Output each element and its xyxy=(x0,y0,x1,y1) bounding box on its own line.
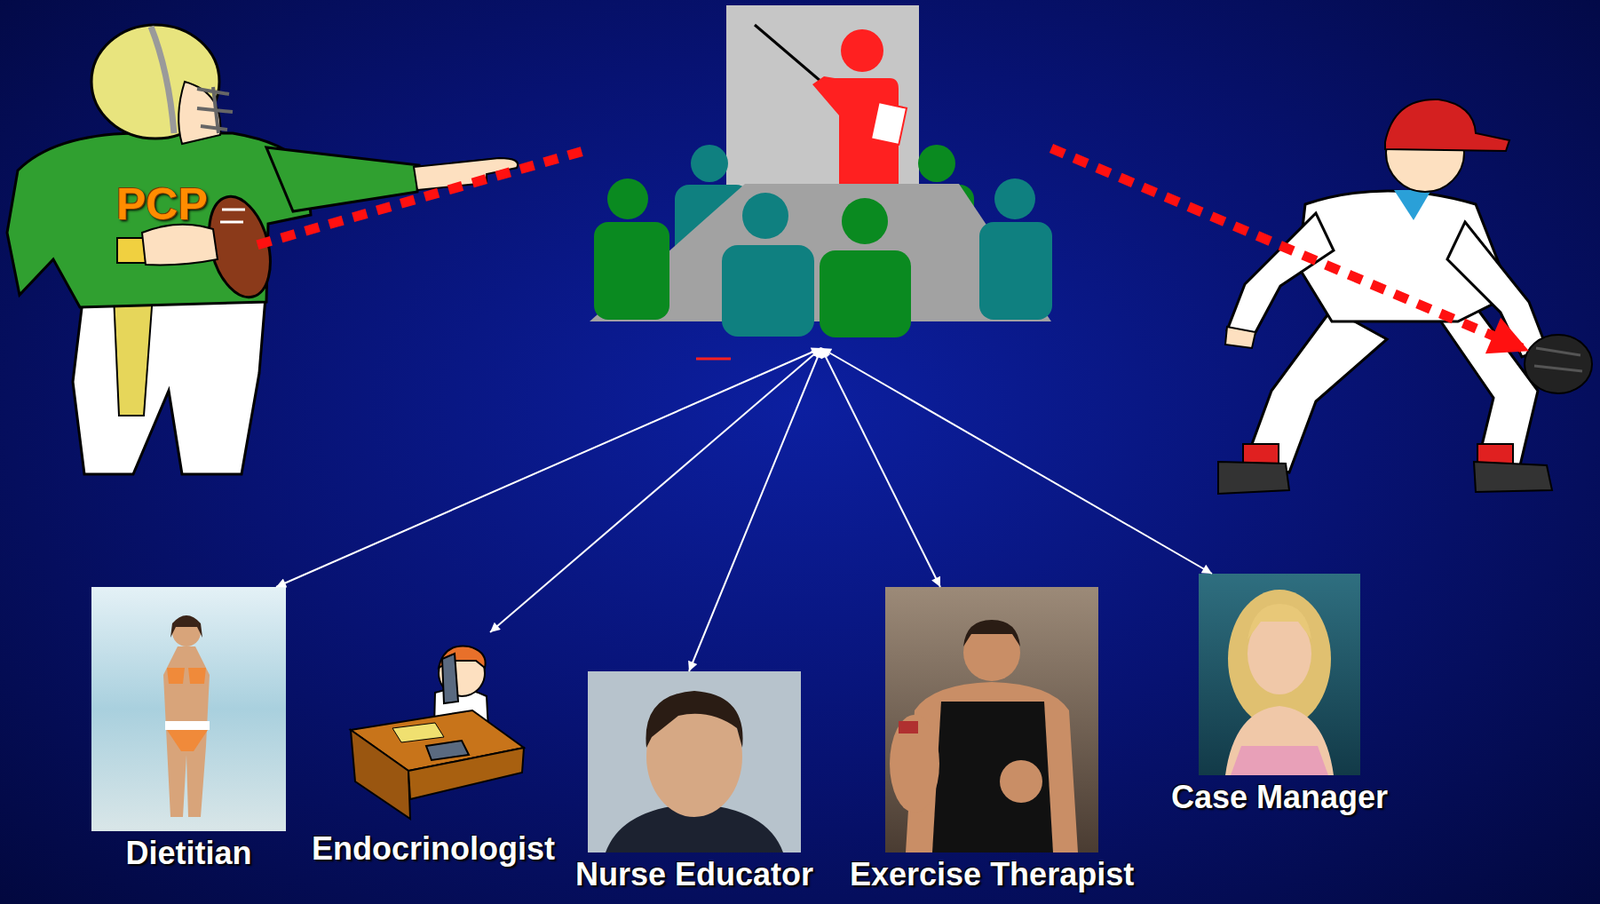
photo-frame xyxy=(587,671,801,853)
dietitian-photo-part xyxy=(166,729,208,752)
meeting-icon-part xyxy=(696,357,731,361)
glove-box xyxy=(1528,332,1592,396)
baseball-player-figure-part xyxy=(1385,99,1510,151)
meeting-icon-part xyxy=(841,198,888,245)
quarterback-figure-part xyxy=(150,26,175,134)
team-member-box: Nurse Educator xyxy=(575,671,814,893)
team-arrow xyxy=(821,348,941,587)
photo-frame xyxy=(1198,573,1361,776)
team-member-box: Endocrinologist xyxy=(311,632,555,867)
quarterback-figure-part xyxy=(220,209,246,222)
meeting-icon-part xyxy=(742,192,789,239)
baseball-player-figure-part xyxy=(1473,461,1553,492)
role-label: Nurse Educator xyxy=(575,855,814,893)
quarterback-figure-part xyxy=(197,87,233,134)
photo-frame xyxy=(347,632,521,827)
case-manager-photo-part xyxy=(1198,573,1361,776)
baseball-player-figure-part xyxy=(1524,334,1593,394)
case-manager-photo xyxy=(1198,573,1361,776)
dietitian-photo-part xyxy=(91,586,286,832)
team-arrow xyxy=(276,348,822,587)
quarterback-figure-part xyxy=(117,237,146,263)
meeting-icon-part xyxy=(819,250,911,338)
meeting-icon-part xyxy=(690,144,729,183)
nurse-educator-photo-part xyxy=(587,671,801,853)
baseball-player-figure-part xyxy=(1477,443,1513,464)
quarterback-figure-part xyxy=(113,294,153,416)
baseball-player-figure-part xyxy=(1225,326,1256,349)
dietitian-photo xyxy=(91,586,286,832)
exercise-therapist-photo xyxy=(885,586,1099,853)
role-label: Exercise Therapist xyxy=(849,855,1134,893)
meeting-icon xyxy=(589,5,1053,359)
jersey-label-box: PCP xyxy=(113,173,258,258)
role-label: Dietitian xyxy=(91,834,286,872)
play-arrow xyxy=(257,149,590,246)
play-arrow xyxy=(1051,148,1529,351)
team-member-box: Exercise Therapist xyxy=(849,586,1134,893)
endocrinologist-clipart-part xyxy=(392,722,444,743)
meeting-icon-part xyxy=(994,178,1036,220)
exercise-therapist-photo-part xyxy=(999,760,1043,803)
jersey-label: PCP xyxy=(113,173,258,227)
meeting-icon-part xyxy=(754,24,822,82)
quarterback-figure-part xyxy=(266,147,420,212)
meeting-icon-part xyxy=(726,5,919,195)
endocrinologist-clipart-part xyxy=(442,653,459,704)
quarterback-figure-part xyxy=(7,133,311,308)
team-member-box: Case Manager xyxy=(1171,573,1388,816)
meeting-icon-part xyxy=(594,221,670,320)
exercise-therapist-photo-part xyxy=(889,714,940,813)
case-manager-photo-part xyxy=(1225,705,1334,776)
exercise-therapist-photo-part xyxy=(898,720,919,734)
case-manager-photo-part xyxy=(1247,603,1312,640)
meeting-icon-part xyxy=(607,178,649,220)
quarterback-figure-part xyxy=(142,224,218,266)
role-label: Case Manager xyxy=(1171,778,1388,816)
endocrinologist-clipart xyxy=(350,646,524,820)
team-arrow xyxy=(821,348,1212,574)
quarterback-figure xyxy=(7,24,518,475)
baseball-player-figure-part xyxy=(1218,461,1290,494)
exercise-therapist-photo-part xyxy=(932,701,1054,853)
endocrinologist-clipart-part xyxy=(350,729,411,819)
dietitian-photo-part xyxy=(163,646,210,817)
baseball-player-figure-part xyxy=(1534,348,1583,372)
meeting-icon-box xyxy=(589,5,1052,349)
dietitian-photo-part xyxy=(165,720,210,730)
exercise-therapist-photo-part xyxy=(885,586,1099,853)
case-manager-photo-part xyxy=(1230,745,1329,776)
nurse-educator-photo-part xyxy=(645,690,743,748)
nurse-educator-photo xyxy=(587,671,801,853)
dietitian-photo-part xyxy=(166,667,206,684)
quarterback-figure-part xyxy=(72,285,267,475)
role-label: Endocrinologist xyxy=(311,830,555,867)
meeting-icon-part xyxy=(871,102,907,145)
baseball-player-figure-part xyxy=(1394,190,1432,221)
endocrinologist-clipart-part xyxy=(426,740,469,761)
exercise-therapist-photo-part xyxy=(963,619,1021,647)
meeting-icon-part xyxy=(918,144,956,183)
team-member-box: Dietitian xyxy=(91,586,286,872)
meeting-icon-part xyxy=(840,29,884,72)
meeting-icon-part xyxy=(721,245,815,337)
photo-frame xyxy=(91,586,286,832)
meeting-icon-part xyxy=(979,221,1053,320)
photo-frame xyxy=(885,586,1099,853)
dietitian-photo-part xyxy=(170,615,203,638)
team-arrow xyxy=(490,348,822,633)
team-arrow xyxy=(689,348,822,672)
baseball-player-figure-part xyxy=(1243,443,1279,464)
